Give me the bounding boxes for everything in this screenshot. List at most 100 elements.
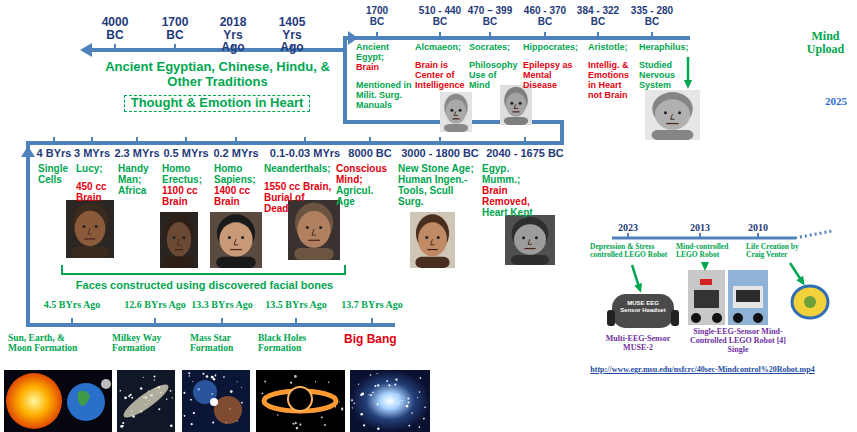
event-label: Brain Removed,	[482, 185, 550, 207]
star	[351, 399, 353, 401]
star	[324, 424, 326, 426]
star	[299, 423, 301, 425]
year-label: 12.6 BYrs Ago	[124, 299, 185, 310]
event-label: Homo Sapiens;	[214, 163, 260, 185]
event-label: Handy Man; Africa	[118, 163, 156, 196]
star	[190, 399, 192, 401]
star	[411, 412, 412, 413]
face-erectus-shoulders	[165, 257, 194, 268]
event-label: Milkey Way Formation	[112, 333, 182, 354]
text-group: Handy Man; Africa	[118, 163, 158, 196]
tick-mark	[304, 137, 306, 143]
text-group: Black Holes Formation	[258, 333, 332, 354]
tick-mark	[91, 137, 93, 143]
face-neanderthal-nose	[312, 229, 316, 235]
text-group: Life Creation by Craig Venter	[746, 243, 818, 261]
event-label: Studied Nervous System	[639, 61, 693, 91]
text-group: 2023	[608, 222, 648, 240]
bust-socrates-face	[506, 92, 526, 116]
text-group: Single Cells	[38, 163, 74, 185]
event-label: Lucy;	[76, 163, 103, 174]
star	[376, 403, 378, 405]
star	[241, 402, 243, 404]
face-lucy-nose	[88, 228, 92, 234]
face-sapiens-background	[210, 212, 262, 268]
year-label: 2013	[690, 222, 710, 233]
face-lucy-eye	[95, 225, 98, 228]
event-label: Depression & Stress controlled LEGO Robo…	[590, 243, 670, 260]
star	[315, 381, 316, 382]
figure-stone-age-background	[410, 212, 455, 268]
bust-heraphilus-background	[645, 90, 700, 140]
star	[372, 392, 374, 394]
star	[189, 375, 190, 376]
tick-mark	[235, 137, 237, 143]
bust-alcmaeon-background	[440, 92, 472, 132]
picture-caption: Single-EEG-Sensor Mind-Controlled LEGO R…	[689, 328, 787, 354]
event-label: Aristotle;	[588, 43, 628, 53]
tick-mark	[544, 32, 546, 38]
star	[360, 413, 363, 416]
year-label: 2025	[825, 95, 847, 107]
synthetic-cell	[792, 286, 828, 318]
tick-mark	[185, 137, 187, 143]
year-label: 0.2 MYrs	[213, 147, 258, 159]
tick-mark	[757, 233, 759, 238]
event-label: Conscious Mind;	[336, 163, 390, 185]
space-background	[4, 370, 112, 432]
bust-alcmaeon-eye	[450, 109, 453, 112]
event-label: 1550 cc Brain, Burial of Dead	[264, 181, 332, 214]
star	[295, 422, 297, 424]
event-label: Mass Star Formation	[190, 333, 250, 354]
lego-robot-photo	[688, 270, 725, 325]
text-group: Sun, Earth, & Moon Formation	[8, 333, 88, 354]
bust-heraphilus-eye	[664, 111, 667, 114]
face-neanderthal-eye	[319, 226, 322, 229]
event-label: Neanderthals;	[264, 163, 331, 174]
star	[377, 427, 379, 429]
star	[408, 402, 410, 404]
figure-stone-age-nose	[431, 239, 435, 245]
text-group: 3000 - 1800 BC	[395, 147, 485, 165]
bust-heraphilus-face	[655, 99, 690, 130]
year-label: 4000 BC	[96, 16, 133, 41]
star	[206, 375, 209, 378]
star	[241, 387, 242, 388]
text-group: 13.3 BYrs Ago	[177, 299, 267, 317]
year-label: 460 - 370 BC	[522, 6, 568, 27]
face-sapiens-eye	[228, 236, 231, 239]
star	[370, 374, 372, 376]
event-label: Ancient Egypt;	[356, 43, 412, 63]
text-group: Conscious Mind;Agricul. Age	[336, 163, 392, 207]
text-group: 2010	[738, 222, 778, 240]
star	[375, 385, 377, 387]
star	[214, 375, 216, 377]
face-lucy-mouth	[85, 238, 96, 239]
tick-mark	[597, 32, 599, 38]
text-group: 2013	[680, 222, 720, 240]
event-label: New Stone Age; Human Ingen.- Tools, Scul…	[398, 163, 476, 207]
heading-label: Ancient Egyptian, Chinese, Hindu, & Othe…	[102, 60, 334, 90]
text-group: 384 - 322 BC	[574, 6, 622, 27]
earth	[67, 383, 105, 421]
text-group: 4000 BC	[95, 16, 135, 41]
sun	[6, 373, 62, 429]
tick-mark	[369, 137, 371, 143]
event-label: Brain is Center of Intelligence	[415, 61, 465, 91]
star	[154, 379, 155, 380]
star	[395, 379, 397, 381]
text-group: 460 - 370 BC	[521, 6, 569, 27]
text-group: Ancient Egyptian, Chinese, Hindu, & Othe…	[100, 60, 335, 90]
bust-socrates-mouth	[512, 111, 519, 112]
face-lucy-eye	[82, 225, 85, 228]
star	[358, 384, 359, 385]
star	[140, 387, 142, 389]
star	[294, 375, 297, 378]
star	[424, 407, 426, 409]
star	[123, 425, 124, 426]
star	[419, 391, 420, 392]
event-label: Hippocrates;	[523, 43, 578, 53]
star	[417, 397, 418, 398]
year-label: 510 - 440 BC	[417, 6, 463, 27]
star	[154, 375, 156, 377]
